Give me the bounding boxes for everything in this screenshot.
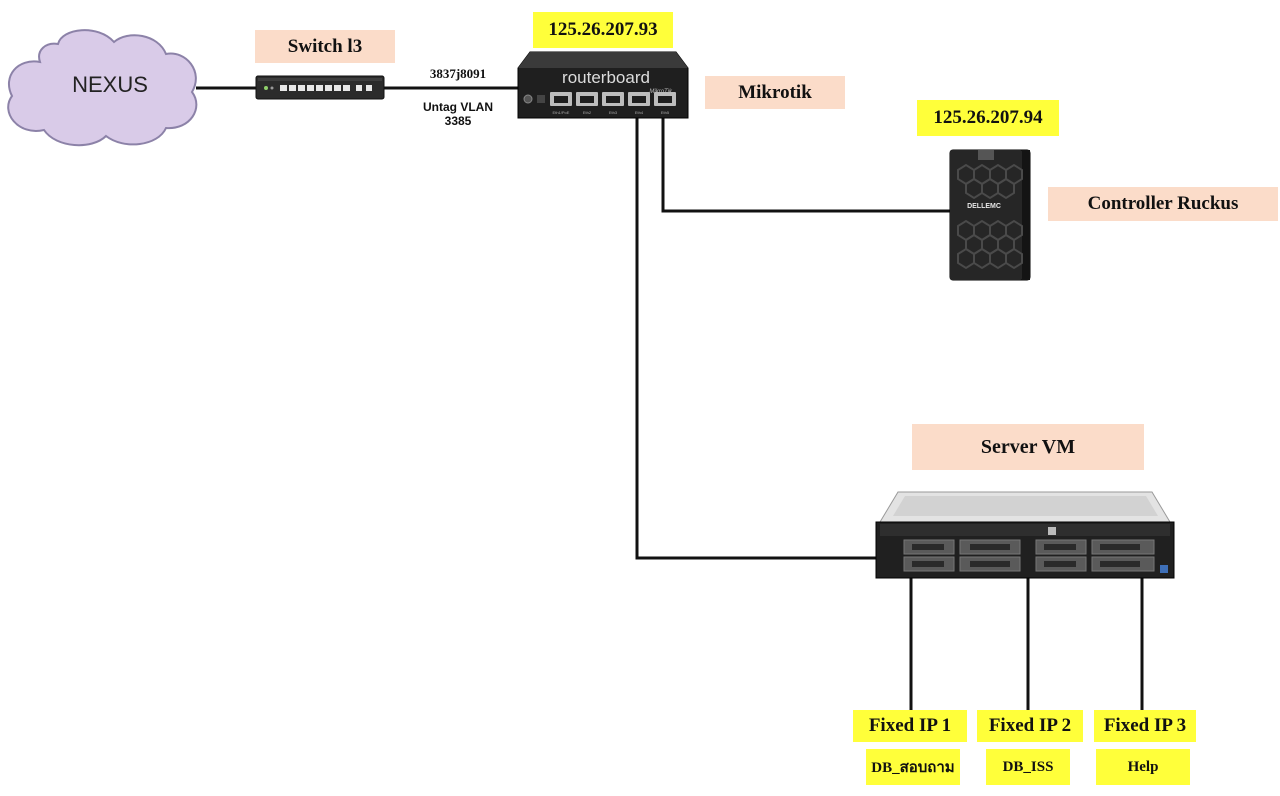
router-port-label-4: Eth4 bbox=[635, 110, 644, 115]
switch-label: Switch l3 bbox=[255, 30, 395, 63]
rack-server-icon bbox=[875, 491, 1175, 579]
tower-brand: DELLEMC bbox=[967, 203, 1001, 210]
link-mikrotik-controller bbox=[661, 106, 950, 213]
router-icon bbox=[517, 51, 689, 119]
router-port-label-5: Eth5 bbox=[661, 110, 670, 115]
tower-server-icon bbox=[949, 149, 1031, 281]
mikrotik-label: Mikrotik bbox=[705, 76, 845, 109]
fixed-ip-3-desc: Help bbox=[1096, 749, 1190, 785]
switch-icon bbox=[255, 75, 385, 100]
router-port-label-2: Eth2 bbox=[583, 110, 592, 115]
nexus-label: NEXUS bbox=[72, 72, 148, 97]
fixed-ip-1-desc: DB_สอบถาม bbox=[866, 749, 960, 785]
router-brand: routerboard bbox=[562, 68, 650, 87]
mikrotik-ip-label: 125.26.207.93 bbox=[533, 12, 673, 48]
router-port-label-1: Eth1/PoE bbox=[553, 110, 570, 115]
fixed-ip-3-label: Fixed IP 3 bbox=[1094, 710, 1196, 742]
router-sub-brand: MikroTik bbox=[649, 89, 673, 95]
fixed-ip-2-label: Fixed IP 2 bbox=[977, 710, 1083, 742]
controller-label: Controller Ruckus bbox=[1048, 187, 1278, 221]
link-mikrotik-server bbox=[635, 106, 876, 560]
fixed-ip-2-desc: DB_ISS bbox=[986, 749, 1070, 785]
vlan-label-line2: 3385 bbox=[444, 114, 472, 128]
server-label: Server VM bbox=[912, 424, 1144, 470]
fixed-ip-1-label: Fixed IP 1 bbox=[853, 710, 967, 742]
router-port-label-3: Eth3 bbox=[609, 110, 618, 115]
vlan-label-line1: Untag VLAN bbox=[423, 100, 493, 114]
cloud-icon bbox=[7, 29, 198, 147]
trunk-id-label: 3837j8091 bbox=[429, 66, 487, 81]
controller-ip-label: 125.26.207.94 bbox=[917, 100, 1059, 136]
